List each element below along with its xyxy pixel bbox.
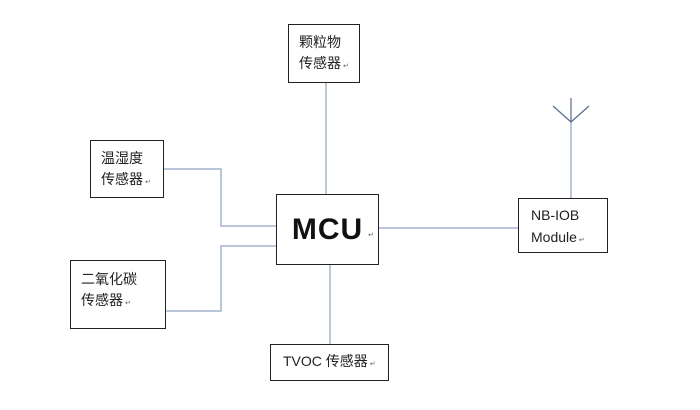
paragraph-mark: ↵	[368, 231, 374, 239]
tvoc-sensor-box: TVOC 传感器↵	[270, 344, 389, 381]
antenna-icon	[552, 98, 590, 123]
nb-module-line1: NB-IOB	[531, 207, 580, 223]
nb-module-line2: Module↵	[531, 226, 607, 252]
particle-sensor-line2: 传感器↵	[299, 54, 359, 77]
connector-co2-mcu	[166, 245, 276, 312]
nb-module-line2-text: Module	[531, 229, 577, 245]
humidity-sensor-line1: 温湿度	[101, 151, 143, 167]
paragraph-mark: ↵	[578, 237, 585, 244]
humidity-sensor-line2-text: 传感器	[101, 172, 143, 188]
paragraph-mark: ↵	[369, 360, 376, 368]
connectors	[164, 83, 572, 344]
tvoc-sensor-line: TVOC 传感器↵	[283, 351, 376, 375]
paragraph-mark: ↵	[343, 62, 349, 70]
paragraph-mark: ↵	[125, 299, 131, 307]
co2-sensor-line2-text: 传感器	[81, 293, 123, 309]
mcu-label: MCU	[291, 212, 364, 246]
co2-sensor-line1: 二氧化碳	[81, 272, 137, 288]
particle-sensor-line1: 颗粒物	[299, 35, 341, 51]
co2-sensor-line2: 传感器↵	[81, 291, 165, 314]
particle-sensor-box: 颗粒物 传感器↵	[288, 24, 360, 83]
co2-sensor-box: 二氧化碳 传感器↵	[70, 260, 166, 329]
connector-humidity-mcu	[164, 168, 276, 227]
mcu-box: MCU ↵	[276, 194, 379, 265]
tvoc-sensor-label: TVOC 传感器	[283, 352, 368, 369]
paragraph-mark: ↵	[145, 178, 151, 186]
particle-sensor-line2-text: 传感器	[299, 56, 341, 72]
humidity-sensor-line2: 传感器↵	[101, 170, 163, 193]
humidity-sensor-box: 温湿度 传感器↵	[90, 140, 164, 198]
nb-module-box: NB-IOB Module↵	[518, 198, 608, 253]
